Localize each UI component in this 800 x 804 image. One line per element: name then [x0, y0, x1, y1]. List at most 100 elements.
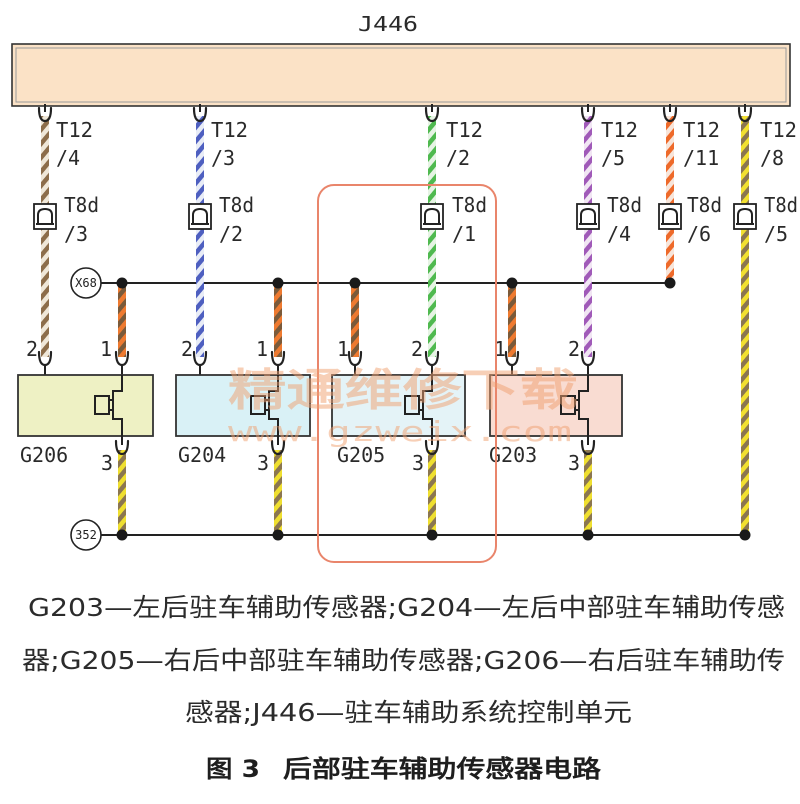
- t12-pin-label: /11: [683, 146, 719, 170]
- wire-segment: [118, 450, 126, 535]
- t8d-pin-label: /1: [452, 222, 476, 246]
- harness-line-t12-11: T12 /11 T8d /6: [658, 104, 722, 283]
- wire-segment: [428, 229, 436, 357]
- junction-dot: [272, 529, 284, 541]
- ground-connection-label: X68: [75, 276, 97, 290]
- sensor-g204: 2 1 3 G204: [175, 337, 311, 475]
- sensor-pin-label: 2: [411, 337, 423, 361]
- sensor-body: [175, 374, 311, 437]
- ground-point-label: 352: [75, 528, 97, 542]
- wire-segment: [118, 283, 126, 357]
- pin-socket: [504, 350, 520, 367]
- pin-socket: [424, 439, 440, 456]
- pin-socket: [580, 350, 596, 367]
- sensor-body: [489, 374, 623, 437]
- ground-point-icon: [70, 519, 102, 551]
- wire-segment: [584, 116, 592, 205]
- sensor-g203: 1 2 3 G203: [489, 337, 623, 475]
- sensor-pin-label: 3: [412, 451, 424, 475]
- junction-dot: [349, 277, 361, 289]
- harness-line-t12-2: T12 /2 T8d /1: [420, 104, 487, 357]
- t8d-connector-icon: [658, 203, 682, 230]
- pin-socket: [270, 350, 286, 367]
- sensor-pin-label: 2: [26, 337, 38, 361]
- j446-pin-socket: [580, 106, 596, 123]
- sensor-label: G206: [20, 443, 68, 467]
- sensor-label: G205: [337, 443, 385, 467]
- harness-line-t12-3: T12 /3 T8d /2: [188, 104, 254, 357]
- t12-pin-label: /2: [446, 146, 470, 170]
- wire-segment: [741, 116, 749, 205]
- wire-segment: [351, 283, 359, 357]
- sensor-body: [17, 374, 154, 437]
- t8d-connector-icon: [576, 203, 600, 230]
- sensor-pin-label: 1: [494, 337, 506, 361]
- harness-line-t12-8: T12 /8 T8d /5: [733, 104, 798, 535]
- j446-pin-socket: [37, 106, 53, 123]
- j446-pin-socket: [192, 106, 208, 123]
- t8d-connector-label: T8d: [452, 193, 487, 217]
- sensor-pin-label: 3: [568, 451, 580, 475]
- figure-title: 后部驻车辅助传感器电路: [283, 755, 602, 783]
- j446-pin-socket: [737, 106, 753, 123]
- return-wires: [118, 450, 592, 535]
- t8d-connector-label: T8d: [64, 193, 99, 217]
- pin-socket: [37, 350, 53, 367]
- pin-socket: [424, 350, 440, 367]
- sensor-element-icon: [404, 375, 433, 436]
- pin-socket: [114, 439, 130, 456]
- sensor-pin-label: 3: [101, 451, 113, 475]
- wire-segment: [508, 283, 516, 357]
- t8d-connector-icon: [420, 203, 444, 230]
- sensor-pin-label: 1: [100, 337, 112, 361]
- ground-connection-icon: [70, 267, 102, 299]
- sensor-element-icon: [250, 375, 279, 436]
- caption-legend-line: 器;G205—右后中部驻车辅助传感器;G206—右后驻车辅助传: [22, 646, 785, 675]
- junction-dot: [582, 529, 594, 541]
- sensor-element-icon: [94, 375, 123, 436]
- sensor-label: G204: [178, 443, 226, 467]
- wire-segment: [41, 229, 49, 357]
- junction-dot: [272, 277, 284, 289]
- t8d-pin-label: /4: [607, 222, 631, 246]
- t12-pin-label: /5: [601, 146, 625, 170]
- t8d-connector-label: T8d: [219, 193, 254, 217]
- pin-socket: [192, 350, 208, 367]
- harness-line-t12-5: T12 /5 T8d /4: [576, 104, 642, 357]
- wire-segment: [41, 116, 49, 205]
- caption-legend-line: 感器;J446—驻车辅助系统控制单元: [185, 698, 632, 727]
- control-unit-label: J446: [358, 12, 418, 36]
- highlight-frame: [317, 184, 497, 563]
- t8d-connector-label: T8d: [764, 193, 798, 217]
- j446-pin-socket: [424, 106, 440, 123]
- ground-point-352: 352: [70, 519, 102, 551]
- wire-segment: [584, 229, 592, 357]
- pin-socket: [347, 350, 363, 367]
- t12-pin-label: /8: [760, 146, 784, 170]
- sensor-label: G203: [489, 443, 537, 467]
- junction-dot: [426, 529, 438, 541]
- t12-connector-label: T12: [683, 118, 720, 142]
- wire-segment: [196, 229, 204, 357]
- t8d-connector-label: T8d: [687, 193, 722, 217]
- wire-segment: [428, 116, 436, 205]
- sensor-pin-label: 2: [181, 337, 193, 361]
- t8d-connector-icon: [188, 203, 212, 230]
- j446-pin-socket: [662, 106, 678, 123]
- figure-number: 图 3: [206, 755, 260, 783]
- t8d-connector-label: T8d: [607, 193, 642, 217]
- t8d-pin-label: /5: [764, 222, 788, 246]
- sensor-element-icon: [560, 375, 589, 436]
- sensor-pin-label: 3: [257, 451, 269, 475]
- caption-legend-line: G203—左后驻车辅助传感器;G204—左后中部驻车辅助传感: [28, 593, 785, 622]
- t12-pin-label: /4: [56, 146, 80, 170]
- pin-socket: [580, 439, 596, 456]
- sensor-pin-label: 1: [256, 337, 268, 361]
- t8d-connector-icon: [733, 203, 757, 230]
- sensor-pin-label: 2: [568, 337, 580, 361]
- t12-connector-label: T12: [601, 118, 638, 142]
- pin-socket: [270, 439, 286, 456]
- wire-segment: [196, 116, 204, 205]
- t12-connector-label: T12: [211, 118, 248, 142]
